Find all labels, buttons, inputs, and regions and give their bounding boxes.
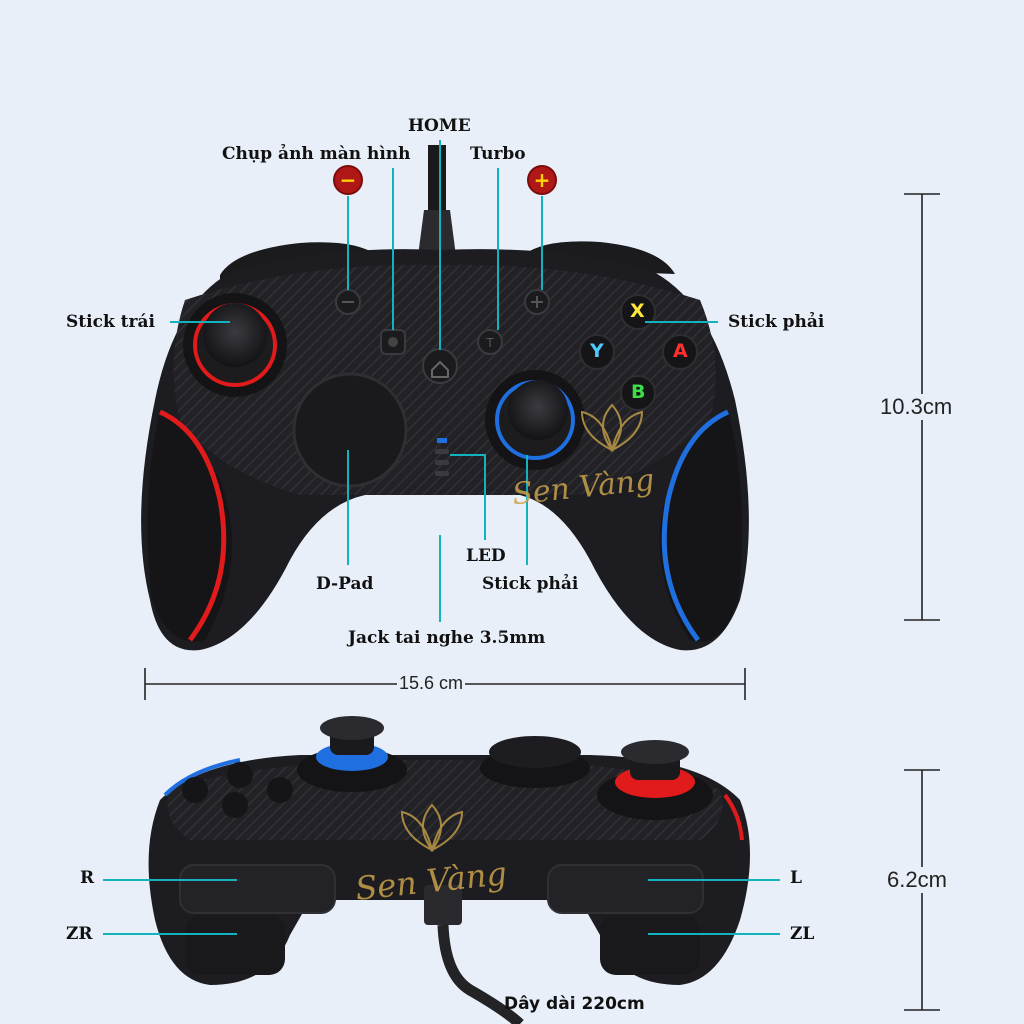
l-button-shape [547,864,704,914]
led-label: LED [466,546,506,566]
right-stick [508,380,568,440]
zl-label: ZL [790,924,815,944]
r-button-shape [179,864,336,914]
y-button [579,334,615,370]
a-button-letter: A [673,340,688,362]
rear-callout-lines [103,879,780,935]
screenshot-label: Chụp ảnh màn hình [222,144,411,164]
right-blue-accent [661,409,730,642]
height-side-label: 6.2cm [885,867,949,893]
left-stick-label: Stick trái [66,312,155,332]
left-stick [203,303,267,367]
cable-rear [437,924,524,1024]
turbo-label: Turbo [470,144,526,164]
cable-top [428,145,446,225]
height-front-label: 10.3cm [878,394,955,420]
led-indicator [437,438,447,443]
zr-button-shape [185,915,285,975]
turbo-button [477,329,503,355]
svg-text:T: T [485,336,494,350]
l-label: L [790,868,802,888]
home-label: HOME [408,116,471,136]
plus-badge: + [527,165,557,195]
zr-label: ZR [66,924,93,944]
x-button [620,294,656,330]
watermark-lotus-bottom [400,803,464,852]
right-stick-label-bottom: Stick phải [482,574,579,594]
y-button-letter: Y [590,340,604,362]
watermark-lotus-top [580,403,644,452]
dpad-label: D-Pad [316,574,374,594]
width-front-label: 15.6 cm [397,673,466,694]
zl-button-shape [600,915,700,975]
minus-badge: − [333,165,363,195]
callout-lines [170,140,718,622]
r-label: R [80,868,95,888]
cable-length-label: Dây dài 220cm [504,994,645,1014]
right-stick-label-top: Stick phải [728,312,825,332]
b-button [620,375,656,411]
b-button-letter: B [631,381,646,403]
x-button-letter: X [630,300,645,322]
left-red-accent [158,409,227,642]
a-button [662,334,698,370]
headphone-jack-label: Jack tai nghe 3.5mm [348,628,546,648]
dpad [292,372,408,488]
